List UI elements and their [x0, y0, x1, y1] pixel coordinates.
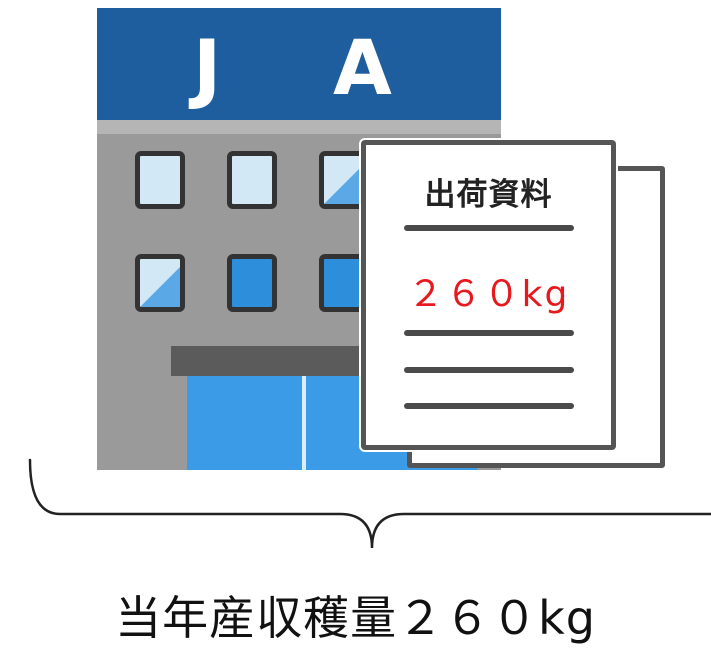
harvest-caption: 当年産収穫量２６０kg	[115, 591, 596, 645]
building-roof: J A	[97, 8, 501, 120]
window	[135, 151, 185, 209]
document-line	[404, 225, 574, 231]
shipping-document-icon: 出荷資料 ２６０kg	[361, 140, 616, 450]
door-divider	[302, 376, 306, 470]
window	[135, 254, 185, 312]
brace-icon	[28, 458, 711, 549]
roof-strip	[97, 120, 501, 134]
document-line	[404, 403, 574, 409]
window	[319, 151, 369, 209]
window	[227, 151, 277, 209]
document-amount: ２６０kg	[407, 274, 570, 315]
document-line	[404, 367, 574, 373]
document-title: 出荷資料	[424, 177, 553, 213]
document-line	[404, 330, 574, 336]
sign-letter-a: A	[333, 23, 392, 112]
sign-letter-j: J	[193, 23, 222, 112]
window	[227, 254, 277, 312]
